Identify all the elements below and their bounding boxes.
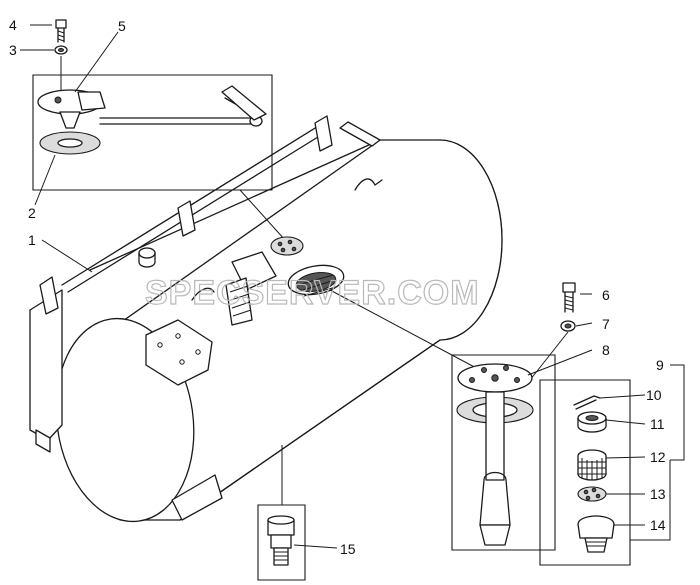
watermark: SPECSERVER.COM [145,274,480,312]
callout-1: 1 [28,232,36,248]
callout-5: 5 [118,18,126,34]
float [221,85,267,121]
callout-11: 11 [650,416,665,432]
callout-numbers: 4 3 5 2 1 6 7 8 9 10 11 12 13 14 15 [9,17,666,557]
leader-sender [239,189,286,241]
clip-10 [573,395,601,406]
bracket-top-3 [314,115,333,152]
drain-plug-assembly [257,445,306,581]
filler-neck [138,247,156,259]
tank-shell [109,139,503,521]
bracket-top-2 [177,200,196,237]
bolt-6 [562,282,576,293]
callout-13: 13 [650,486,666,502]
intake-flange-on-tank [287,264,345,297]
bracket-bottom-1 [171,474,223,521]
intake-pipe-assembly [451,282,631,566]
callout-4: 4 [9,17,17,33]
callout-7: 7 [602,316,610,332]
fuel-tank [29,115,503,523]
level-sender-assembly [32,19,273,191]
sender-gasket-on-tank [270,236,304,256]
callout-9: 9 [656,357,664,373]
callout-10: 10 [646,387,662,403]
callout-15: 15 [340,541,356,557]
bracket-top-1 [39,276,59,315]
callout-6: 6 [602,287,610,303]
callout-8: 8 [602,342,610,358]
leader-lines [20,24,685,549]
callout-2: 2 [28,205,36,221]
callout-12: 12 [650,449,666,465]
callout-3: 3 [9,42,17,58]
mounting-pad [145,319,213,386]
tank-bracket-left [29,289,63,441]
intake-pipe [485,391,505,481]
callout-14: 14 [650,517,666,533]
sender-installed [225,251,277,326]
top-hook [354,178,383,191]
screw-4 [55,19,67,29]
